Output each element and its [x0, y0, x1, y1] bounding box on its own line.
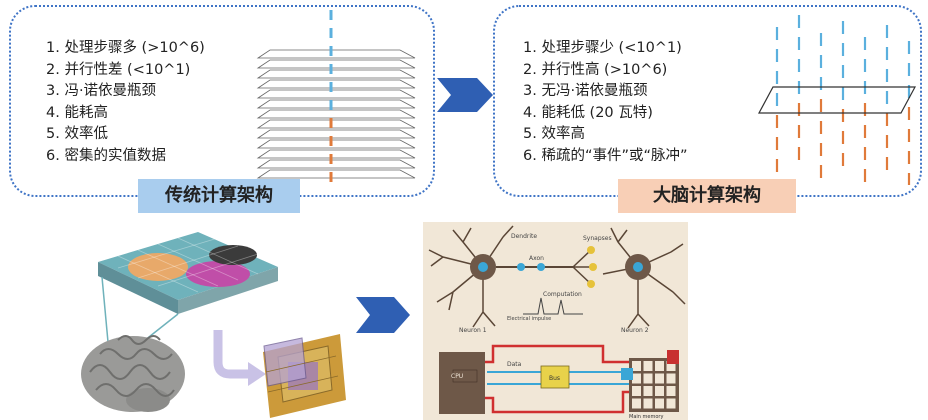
memory-cell: [655, 386, 664, 396]
brain-chip-illustration: [81, 232, 346, 418]
layer-plane: [256, 129, 416, 139]
layer-plane: [256, 109, 416, 119]
layer-plane: [256, 49, 416, 59]
neuron1-label: Neuron 1: [459, 327, 487, 334]
impulse-label: Electrical impulse: [507, 316, 551, 322]
list-item: 1. 处理步骤少 (<10^1): [523, 40, 682, 56]
layer-plane: [256, 59, 416, 69]
layer-plane: [256, 79, 416, 89]
list-item: 3. 无冯·诺依曼瓶颈: [523, 83, 648, 99]
list-item: 3. 冯·诺依曼瓶颈: [46, 83, 157, 99]
brain-list: 1. 处理步骤少 (<10^1) 2. 并行性高 (>10^6) 3. 无冯·诺…: [523, 38, 688, 167]
layer-plane: [256, 99, 416, 109]
arrow-right-icon: [437, 78, 493, 112]
list-item: 6. 密集的实值数据: [46, 147, 166, 164]
layer-plane: [256, 89, 416, 99]
arrow-right-icon: [356, 297, 410, 333]
list-item: 4. 能耗低 (20 瓦特): [523, 104, 653, 121]
traditional-label: 传统计算架构: [138, 179, 300, 213]
brain-label: 大脑计算架构: [618, 179, 796, 213]
memory-cell: [666, 373, 676, 384]
memory-cell: [632, 361, 641, 371]
axon-label: Axon: [529, 255, 544, 262]
layer-plane: [256, 69, 416, 79]
list-item: 4. 能耗高: [46, 104, 108, 121]
memory-cell: [632, 398, 641, 409]
layer-plane: [256, 139, 416, 149]
list-item: 1. 处理步骤多 (>10^6): [46, 40, 205, 56]
spike-plane-icon: [757, 15, 917, 185]
memory-cell: [643, 361, 653, 371]
layer-plane: [256, 149, 416, 159]
memory-cell: [632, 373, 641, 384]
list-item: 6. 稀疏的“事件”或“脉冲”: [523, 147, 688, 164]
layer-plane: [256, 169, 416, 179]
memory-cell: [655, 398, 664, 409]
memory-cell: [655, 361, 664, 371]
brain-panel: [493, 5, 922, 197]
memory-cell: [655, 373, 664, 384]
memory-cell: [643, 398, 653, 409]
data-label: Data: [507, 361, 522, 368]
memory-cell: [666, 398, 676, 409]
list-item: 2. 并行性差 (<10^1): [46, 61, 191, 78]
layer-plane: [256, 159, 416, 169]
neuron-diagram: Dendrite Axon Synapses Computation Elect…: [428, 225, 686, 420]
list-item: 5. 效率高: [523, 126, 585, 142]
traditional-list: 1. 处理步骤多 (>10^6) 2. 并行性差 (<10^1) 3. 冯·诺依…: [46, 38, 205, 167]
stacked-layers-icon: [256, 10, 416, 188]
memory-cell: [643, 386, 653, 396]
list-item: 5. 效率低: [46, 126, 108, 142]
neuron2-label: Neuron 2: [621, 327, 649, 334]
memory-cell: [666, 386, 676, 396]
memory-label: Main memory: [629, 414, 663, 420]
list-item: 2. 并行性高 (>10^6): [523, 61, 668, 78]
dendrite-label: Dendrite: [511, 233, 537, 240]
computation-label: Computation: [543, 291, 582, 298]
synapses-label: Synapses: [583, 235, 612, 242]
cpu-label: CPU: [451, 373, 463, 380]
layer-plane: [256, 119, 416, 129]
memory-cell: [666, 361, 676, 371]
bus-label: Bus: [549, 375, 560, 382]
memory-cell: [632, 386, 641, 396]
memory-cell: [643, 373, 653, 384]
